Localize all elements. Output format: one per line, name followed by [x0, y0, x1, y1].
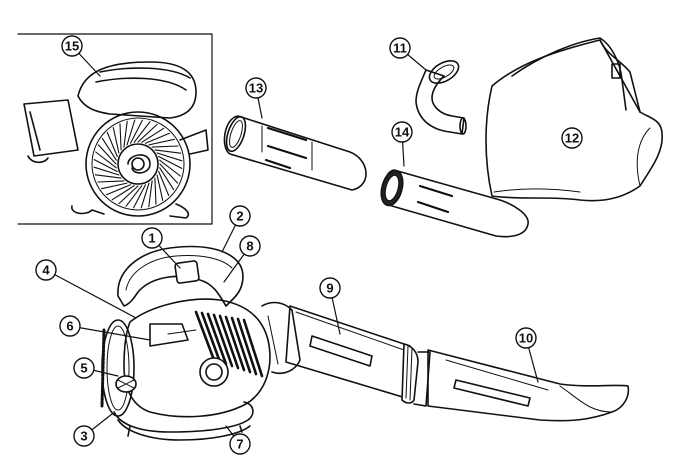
fan-blade: [125, 185, 143, 207]
inset-frame: [17, 33, 213, 225]
fan-blade: [129, 119, 143, 144]
callout-circle-13: [245, 77, 267, 99]
callout-label-6: 6: [66, 319, 73, 334]
callout-label-4: 4: [42, 263, 50, 278]
callout-label-10: 10: [519, 331, 533, 346]
pipe-13: [223, 115, 367, 191]
callout-label-14: 14: [395, 125, 410, 140]
fan-blade: [148, 138, 175, 146]
inset-outlet: [23, 99, 79, 157]
cylinder-fin: [218, 314, 240, 370]
callout-circle-2: [229, 205, 251, 227]
cylinder-fin: [236, 317, 258, 376]
callout-label-7: 7: [236, 437, 243, 452]
nozzle-14: [380, 169, 529, 238]
fan-blade: [97, 144, 117, 165]
handle: [117, 245, 244, 307]
fan-blade: [111, 185, 135, 201]
fan-blade: [119, 123, 122, 151]
cylinder-fin: [206, 312, 228, 366]
callout-circle-8: [239, 235, 261, 257]
fan-blade: [101, 137, 117, 161]
callout-label-1: 1: [148, 231, 155, 246]
fan-blade: [156, 152, 183, 162]
fan-blade: [154, 177, 157, 205]
callout-label-3: 3: [80, 429, 87, 444]
callout-label-11: 11: [393, 41, 407, 56]
callout-label-2: 2: [236, 209, 243, 224]
main-blower: [100, 245, 301, 441]
fan-blade: [141, 127, 165, 143]
fan-blade: [93, 166, 120, 176]
fan-blade: [106, 131, 118, 158]
inset-top-housing: [77, 61, 197, 119]
blower-tube: [285, 305, 431, 407]
inset-fan-blades: [93, 119, 183, 209]
callout-circle-4: [35, 259, 57, 281]
fan-blade: [123, 120, 128, 148]
fan-blade: [144, 132, 171, 144]
fan-blade: [137, 123, 158, 143]
callout-label-15: 15: [65, 39, 79, 54]
fan-blade: [112, 127, 120, 154]
callout-circle-7: [229, 433, 251, 455]
callout-circle-11: [389, 37, 411, 59]
cylinder-fin: [212, 313, 234, 368]
cylinder-fins: [194, 310, 264, 378]
fan-blade: [97, 180, 125, 183]
callout-circle-12: [561, 127, 583, 149]
cylinder-fin: [242, 318, 264, 378]
fan-blade: [154, 149, 182, 154]
cylinder-fin: [194, 310, 216, 362]
fan-blade: [156, 174, 164, 201]
fan-blade: [94, 174, 122, 179]
fan-blade: [95, 151, 117, 169]
cylinder-fin: [200, 311, 222, 364]
callout-circle-6: [59, 315, 81, 337]
fan-blade: [159, 163, 179, 184]
callout-circle-14: [391, 121, 413, 143]
callout-leader-6: [69, 325, 151, 341]
fan-blade: [93, 159, 118, 173]
fan-blade: [151, 145, 179, 148]
engine-body: [123, 298, 271, 418]
callout-label-5: 5: [80, 361, 87, 376]
callout-label-9: 9: [326, 281, 333, 296]
bag-strap: [511, 37, 627, 111]
callout-leader-4: [45, 269, 137, 319]
fan-blade: [159, 167, 175, 191]
callout-circle-3: [73, 425, 95, 447]
cylinder-fin: [230, 316, 252, 374]
fan-blade: [126, 119, 136, 146]
callout-circle-1: [141, 227, 163, 249]
callout-circle-5: [73, 357, 95, 379]
fan-blade: [140, 182, 150, 209]
callout-label-13: 13: [249, 81, 263, 96]
bag-body: [485, 39, 663, 202]
fan-blade: [158, 170, 170, 197]
fan-blade: [148, 180, 153, 208]
fan-blade: [159, 159, 181, 177]
callout-circle-9: [319, 277, 341, 299]
fan-blade: [105, 184, 132, 196]
collection-bag: [485, 37, 663, 202]
inset-fan-casing: [85, 111, 191, 217]
nozzle-tube: [427, 349, 630, 422]
callout-circle-15: [61, 35, 83, 57]
callout-circle-10: [515, 327, 537, 349]
inset-engine-view: [17, 33, 213, 225]
fan-blade: [118, 185, 139, 205]
fan-blade: [158, 155, 183, 169]
elbow-tube: [415, 60, 467, 135]
fan-blade: [101, 182, 128, 190]
callout-label-8: 8: [246, 239, 253, 254]
fan-blade: [133, 184, 147, 209]
callout-label-12: 12: [565, 131, 579, 146]
base-frame: [113, 401, 254, 433]
cylinder-fin: [224, 315, 246, 372]
fan-blade: [133, 121, 151, 143]
